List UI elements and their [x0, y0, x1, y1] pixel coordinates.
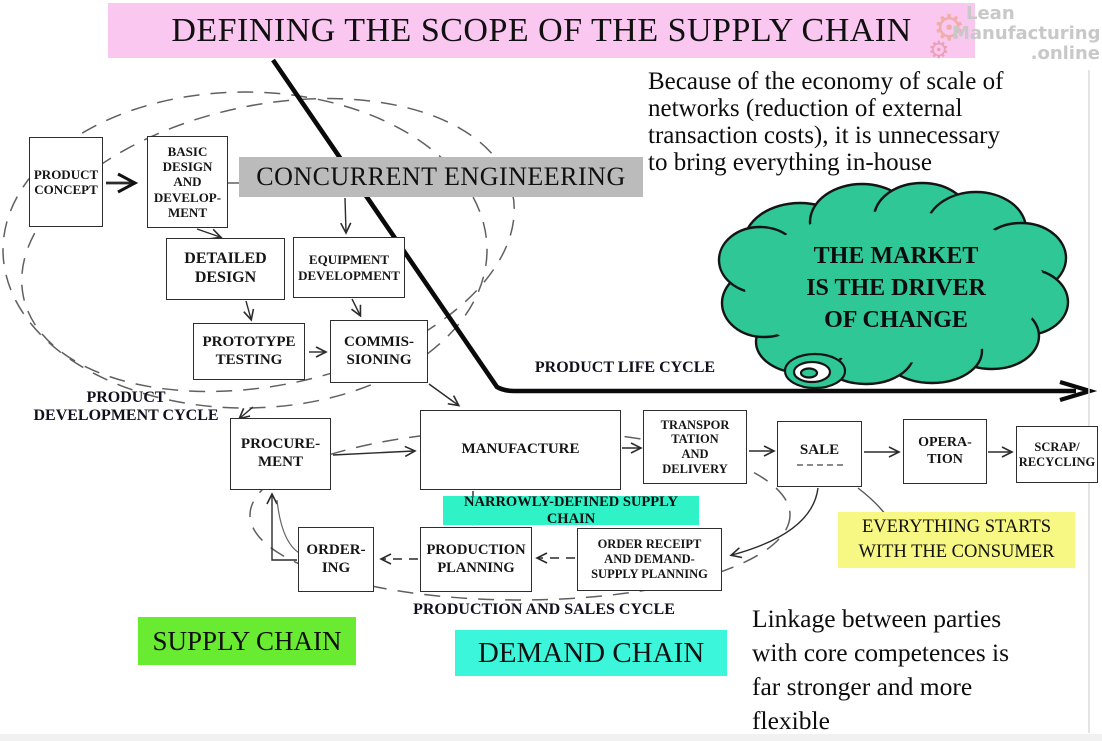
banner-everything-starts-with-consumer: EVERYTHING STARTS WITH THE CONSUMER [838, 512, 1075, 568]
gear-icon: ⚙ [933, 8, 966, 49]
box-detailed-design: DETAILED DESIGN [166, 238, 285, 300]
banner-narrowly-defined-supply-chain: NARROWLY-DEFINED SUPPLY CHAIN [443, 494, 699, 527]
market-cloud-text: THE MARKET IS THE DRIVER OF CHANGE [806, 243, 986, 333]
label-product-development-cycle: PRODUCT DEVELOPMENT CYCLE [33, 389, 219, 425]
watermark-line: Lean [966, 3, 1015, 24]
box-transportation-and-delivery: TRANSPOR TATION AND DELIVERY [643, 410, 747, 484]
watermark-line: Manufacturing [952, 23, 1101, 44]
box-ordering: ORDER- ING [298, 527, 374, 592]
cloud-swirl [783, 352, 847, 390]
box-scrap-recycling: SCRAP/ RECYCLING [1016, 426, 1098, 483]
watermark-lean-manufacturing-online: Lean Manufacturing .online [952, 3, 1101, 64]
note-economy-of-scale: Because of the economy of scale of netwo… [648, 68, 1004, 176]
box-commissioning: COMMIS- SIONING [330, 320, 428, 383]
market-cloud [717, 181, 1070, 386]
note-linkage: Linkage between parties with core compet… [752, 604, 1010, 735]
slide-edges [0, 70, 1102, 741]
banner-concurrent-engineering: CONCURRENT ENGINEERING [239, 157, 643, 197]
box-prototype-testing: PROTOTYPE TESTING [193, 323, 305, 380]
box-operation: OPERA- TION [903, 419, 987, 484]
sale-watermark-dashes [796, 464, 843, 467]
box-order-receipt-demand-supply-planning: ORDER RECEIPT AND DEMAND- SUPPLY PLANNIN… [577, 528, 722, 591]
box-procurement: PROCURE- MENT [230, 418, 331, 490]
watermark-line: .online [1030, 43, 1100, 64]
box-sale: SALE [777, 421, 862, 487]
label-product-life-cycle: PRODUCT LIFE CYCLE [534, 359, 716, 376]
box-production-planning: PRODUCTION PLANNING [420, 527, 532, 592]
box-sale-label: SALE [799, 441, 840, 458]
label-production-and-sales-cycle: PRODUCTION AND SALES CYCLE [413, 601, 675, 618]
box-manufacture: MANUFACTURE [420, 410, 621, 490]
box-product-concept: PRODUCT CONCEPT [29, 137, 103, 227]
gear-icon: ⚙ [928, 36, 950, 64]
box-basic-design-and-development: BASIC DESIGN AND DEVELOP- MENT [147, 136, 228, 228]
title-banner: DEFINING THE SCOPE OF THE SUPPLY CHAIN [108, 3, 975, 58]
product-life-cycle-arrow [271, 58, 1098, 403]
box-equipment-development: EQUIPMENT DEVELOPMENT [293, 237, 405, 298]
banner-supply-chain: SUPPLY CHAIN [138, 617, 356, 665]
banner-demand-chain: DEMAND CHAIN [455, 630, 727, 676]
